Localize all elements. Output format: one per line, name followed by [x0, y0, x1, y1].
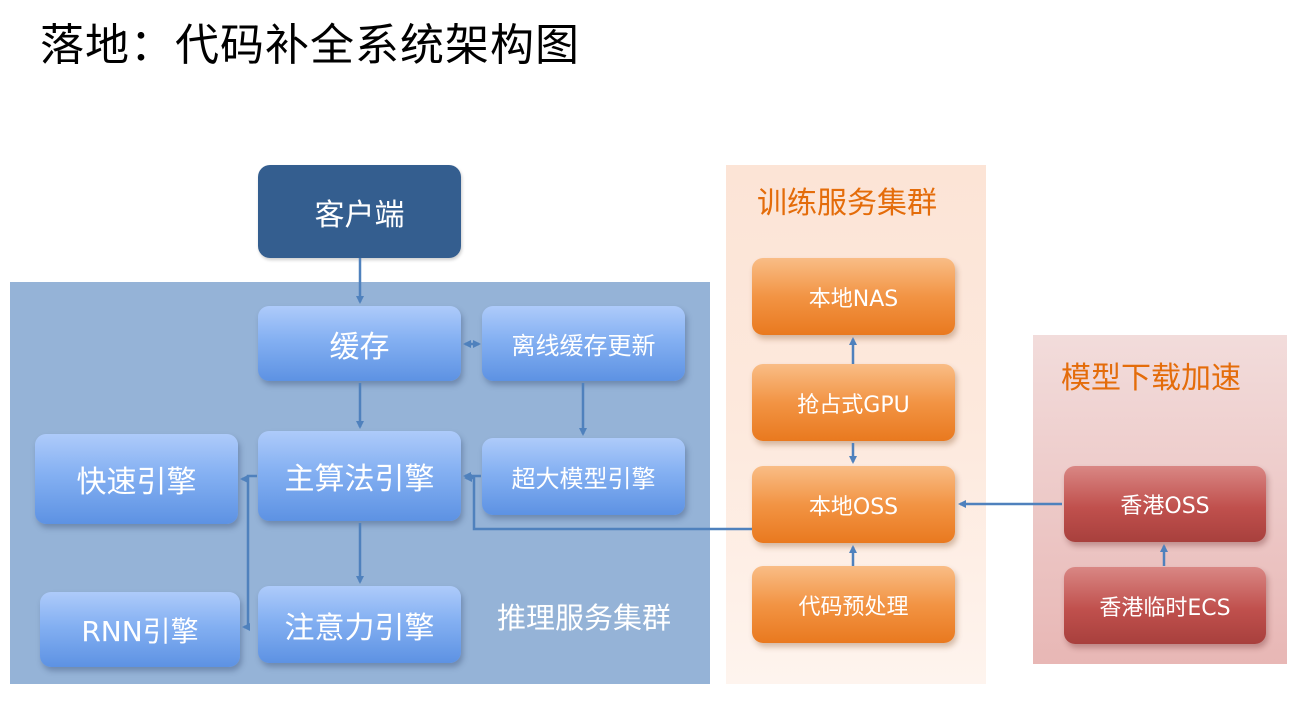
local-nas-node: 本地NAS: [752, 258, 955, 335]
model-download-label: 模型下载加速: [1061, 361, 1241, 396]
cache-node: 缓存: [258, 306, 461, 381]
offline-cache-update-node: 离线缓存更新: [482, 306, 685, 381]
attention-engine-node: 注意力引擎: [258, 586, 461, 663]
code-preprocess-node: 代码预处理: [752, 566, 955, 643]
client-node: 客户端: [258, 165, 461, 258]
hk-oss-node: 香港OSS: [1064, 466, 1266, 542]
page-title: 落地：代码补全系统架构图: [40, 20, 580, 71]
inference-cluster-label: 推理服务集群: [497, 601, 672, 635]
fast-engine-node: 快速引擎: [35, 434, 238, 524]
preemptible-gpu-node: 抢占式GPU: [752, 364, 955, 441]
rnn-engine-node: RNN引擎: [40, 592, 240, 667]
training-cluster-label: 训练服务集群: [757, 186, 937, 221]
local-oss-node: 本地OSS: [752, 466, 955, 543]
main-algorithm-engine-node: 主算法引擎: [258, 431, 461, 521]
hk-temp-ecs-node: 香港临时ECS: [1064, 567, 1266, 644]
large-model-engine-node: 超大模型引擎: [482, 438, 685, 515]
